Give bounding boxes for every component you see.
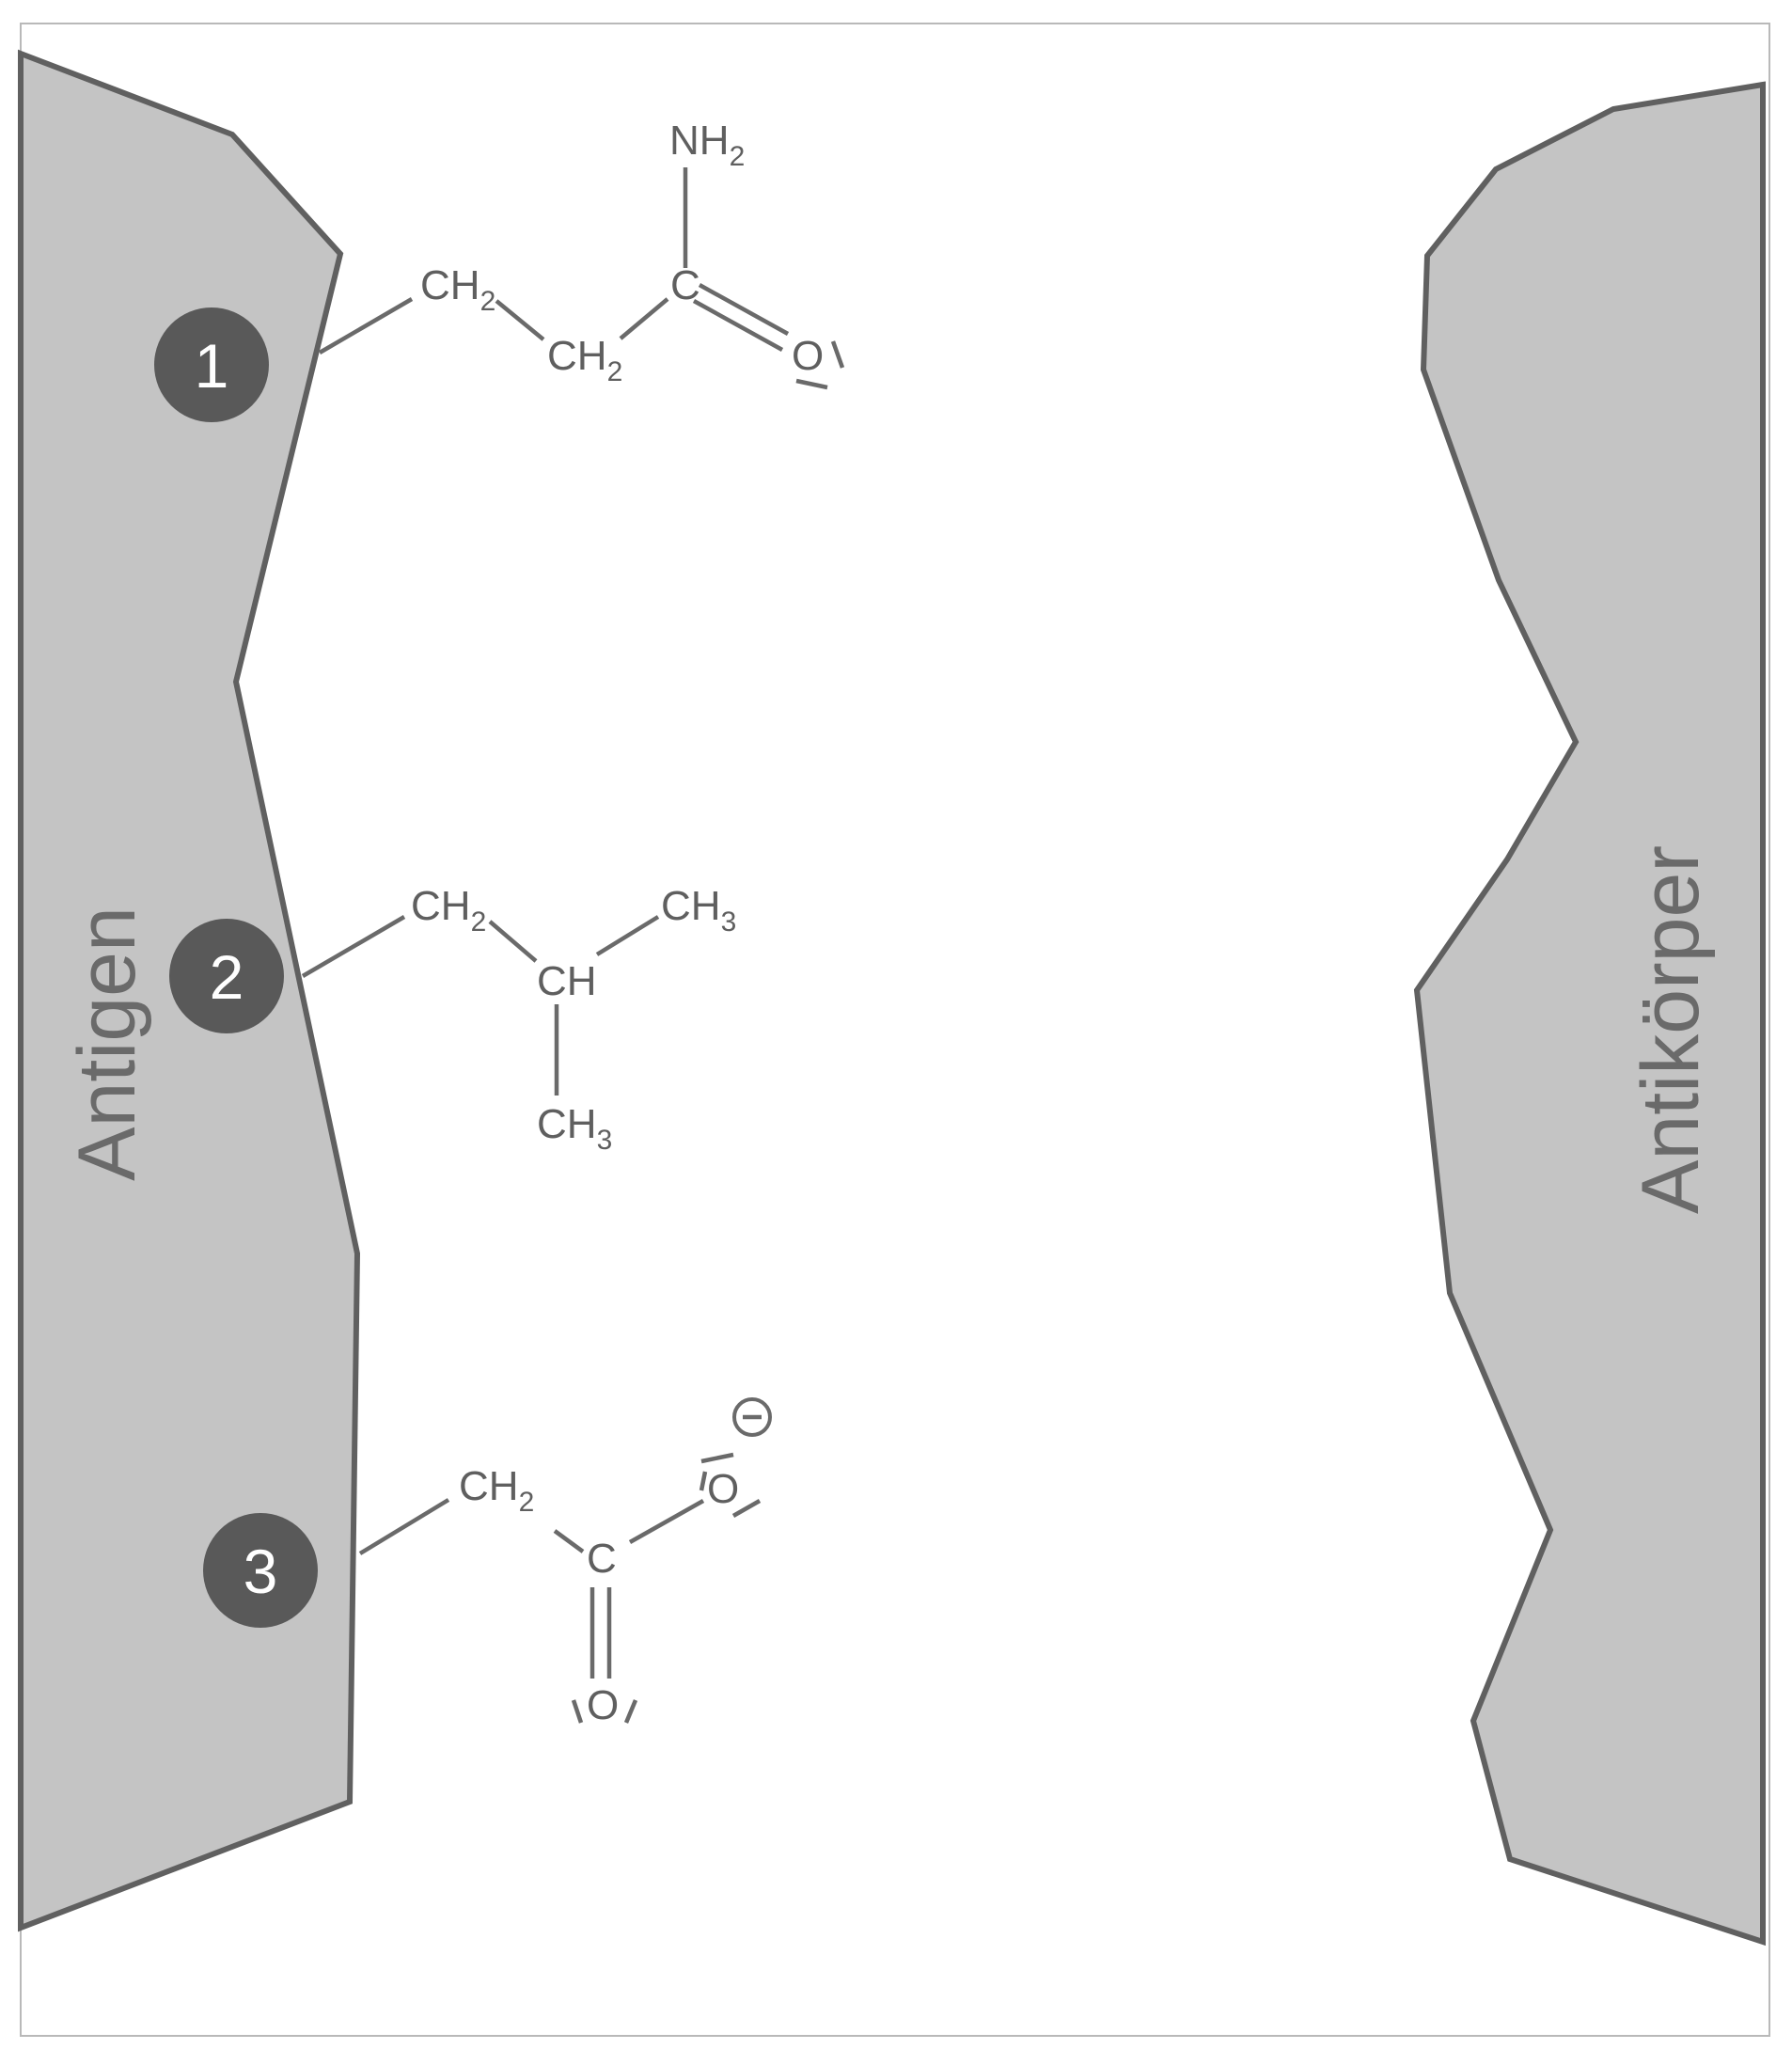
bond-antigen-ch2	[358, 1498, 450, 1555]
atom-ch3-right: CH3	[661, 883, 736, 938]
lone-pair-os-2	[731, 1499, 762, 1518]
lone-pair-od-1	[571, 1699, 584, 1724]
atom-o-double: O	[587, 1682, 619, 1728]
bond-c-o-double-2	[692, 299, 784, 352]
bond-antigen-ch2	[318, 297, 414, 355]
atom-ch2-upper: CH2	[420, 262, 495, 317]
bond-ch-ch3-right	[595, 915, 660, 956]
bond-ch2-c	[553, 1529, 585, 1553]
lone-pair-o-2	[795, 378, 828, 390]
atom-ch: CH	[537, 958, 597, 1004]
negative-charge	[732, 1397, 772, 1437]
atom-ch3-down: CH3	[537, 1101, 612, 1156]
bond-ch2-ch	[488, 920, 538, 963]
svg-text:3: 3	[244, 1537, 278, 1606]
bond-ch2-c	[619, 297, 669, 340]
bond-antigen-ch2	[301, 915, 406, 978]
antibody-block	[1413, 81, 1766, 1947]
atom-o: O	[792, 333, 824, 379]
bond-c-o-single	[628, 1499, 705, 1544]
lone-pair-od-2	[623, 1699, 638, 1724]
bond-c-o-double-1	[698, 283, 790, 336]
atom-ch2: CH2	[411, 883, 486, 938]
badge-2: 2	[169, 919, 284, 1033]
atom-ch2: CH2	[459, 1463, 534, 1518]
svg-text:1: 1	[195, 331, 229, 401]
bond-ch2-ch2	[495, 299, 545, 341]
atom-ch2-lower: CH2	[547, 333, 622, 387]
residue-1-structure: CH2 CH2 C NH2 O	[318, 118, 845, 390]
svg-text:2: 2	[210, 942, 244, 1012]
atom-o-single: O	[707, 1466, 739, 1512]
residue-2-structure: CH2 CH CH3 CH3	[301, 883, 736, 1156]
antibody-label: Antikörper	[1626, 845, 1716, 1214]
lone-pair-os-3	[699, 1471, 708, 1491]
antigen-label: Antigen	[62, 906, 152, 1181]
lone-pair-os-1	[700, 1452, 734, 1464]
atom-nh2: NH2	[669, 118, 745, 172]
lone-pair-o-1	[830, 340, 845, 369]
atom-c: C	[587, 1536, 617, 1582]
badge-1: 1	[154, 307, 269, 422]
badge-3: 3	[203, 1513, 318, 1628]
residue-3-structure: CH2 C O O	[358, 1397, 772, 1728]
